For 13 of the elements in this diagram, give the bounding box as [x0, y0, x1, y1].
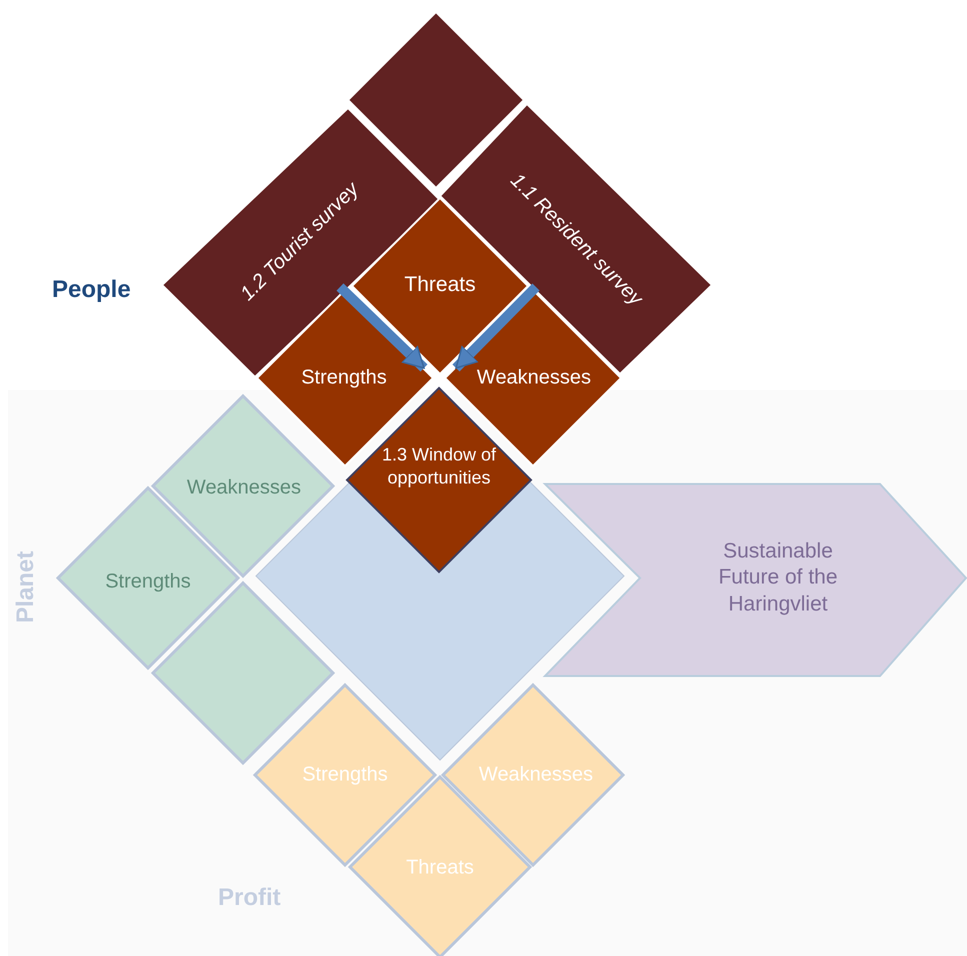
- section-label: People: [52, 275, 131, 305]
- arrow: [336, 283, 428, 372]
- shape-label: Strengths: [301, 762, 389, 788]
- shape-label: Weaknesses: [476, 366, 592, 390]
- shape-label: 1.3 Window of opportunities: [380, 444, 498, 488]
- shape-label: Strengths: [300, 366, 388, 390]
- shape-label: Threats: [405, 856, 475, 880]
- shape-label: Strengths: [104, 570, 192, 594]
- shape-label: Weaknesses: [478, 762, 594, 788]
- shape-label: Weaknesses: [186, 476, 302, 500]
- arrow: [452, 283, 540, 372]
- shape-label: Threats: [403, 272, 477, 298]
- shape-label: Sustainable Future of the Haringvliet: [717, 538, 839, 618]
